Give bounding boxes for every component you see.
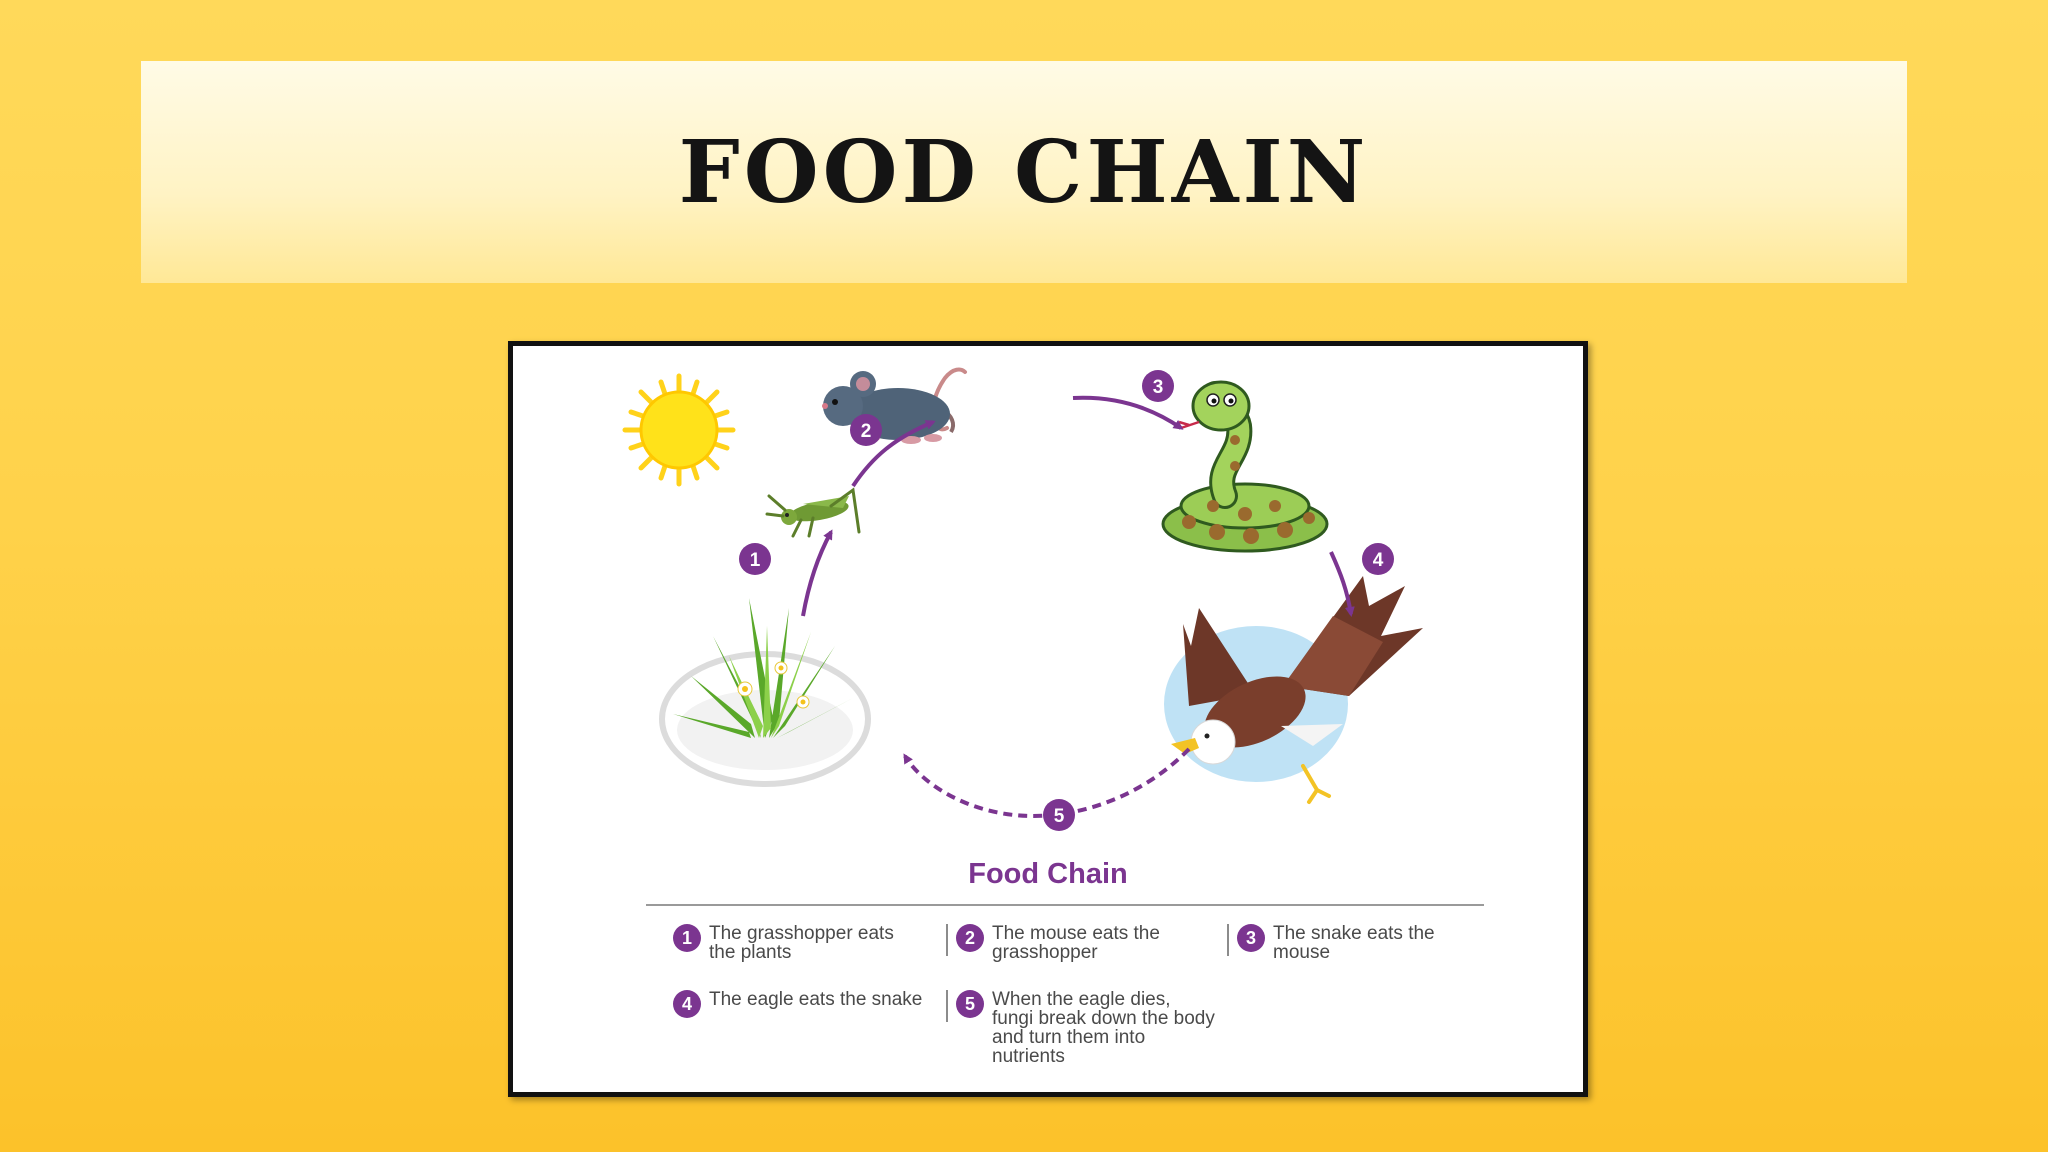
legend-divider [646, 904, 1484, 906]
legend-separator [1227, 924, 1229, 956]
legend-text-1: The grasshopper eats the plants [709, 923, 894, 963]
legend-item-5: 5 When the eagle dies, fungi break down … [956, 990, 1216, 1066]
eagle-icon [1164, 576, 1423, 804]
badge-step-1: 1 [739, 543, 771, 575]
legend-item-1: 1 The grasshopper eats the plants [673, 924, 903, 962]
legend-item-3: 3 The snake eats the mouse [1237, 924, 1477, 962]
slide-title: Food Chain [678, 121, 1370, 223]
grass-icon [659, 598, 871, 787]
badge-step-5: 5 [1043, 799, 1075, 831]
svg-text:5: 5 [1054, 806, 1065, 827]
step-badges: 1 2 3 4 5 [739, 370, 1394, 831]
legend-badge-1: 1 [673, 924, 701, 952]
legend-badge-3: 3 [1237, 924, 1265, 952]
legend-separator [946, 990, 948, 1022]
mouse-icon [822, 367, 967, 444]
svg-text:4: 4 [1373, 550, 1384, 571]
legend-item-2: 2 The mouse eats the grasshopper [956, 924, 1196, 962]
snake-icon [1161, 380, 1329, 553]
badge-step-3: 3 [1142, 370, 1174, 402]
legend-badge-2: 2 [956, 924, 984, 952]
sun-icon [622, 373, 736, 487]
svg-text:3: 3 [1153, 377, 1164, 398]
arrows [801, 395, 1355, 819]
legend-text-5: When the eagle dies, fungi break down th… [992, 989, 1215, 1067]
arrow-plant-to-grasshopper [801, 529, 833, 617]
legend-text-2: The mouse eats the grasshopper [992, 923, 1160, 963]
svg-text:2: 2 [861, 421, 872, 442]
diagram-frame: 1 2 3 4 5 Food Chain 1 The grasshopper e… [508, 341, 1588, 1097]
legend-item-4: 4 The eagle eats the snake [673, 990, 943, 1018]
legend-text-4: The eagle eats the snake [709, 989, 923, 1010]
badge-step-2: 2 [850, 414, 882, 446]
title-banner: Food Chain [141, 61, 1907, 283]
grasshopper-icon [765, 487, 861, 538]
legend-text-3: The snake eats the mouse [1273, 923, 1435, 963]
arrow-mouse-to-snake [1072, 395, 1184, 430]
badge-step-4: 4 [1362, 543, 1394, 575]
legend-separator [946, 924, 948, 956]
food-chain-diagram: 1 2 3 4 5 [622, 367, 1423, 831]
diagram-title: Food Chain [968, 858, 1128, 890]
arrow-grasshopper-to-mouse [851, 420, 936, 488]
arrow-snake-to-eagle [1329, 551, 1355, 617]
svg-text:1: 1 [750, 550, 761, 571]
legend-badge-4: 4 [673, 990, 701, 1018]
legend-badge-5: 5 [956, 990, 984, 1018]
